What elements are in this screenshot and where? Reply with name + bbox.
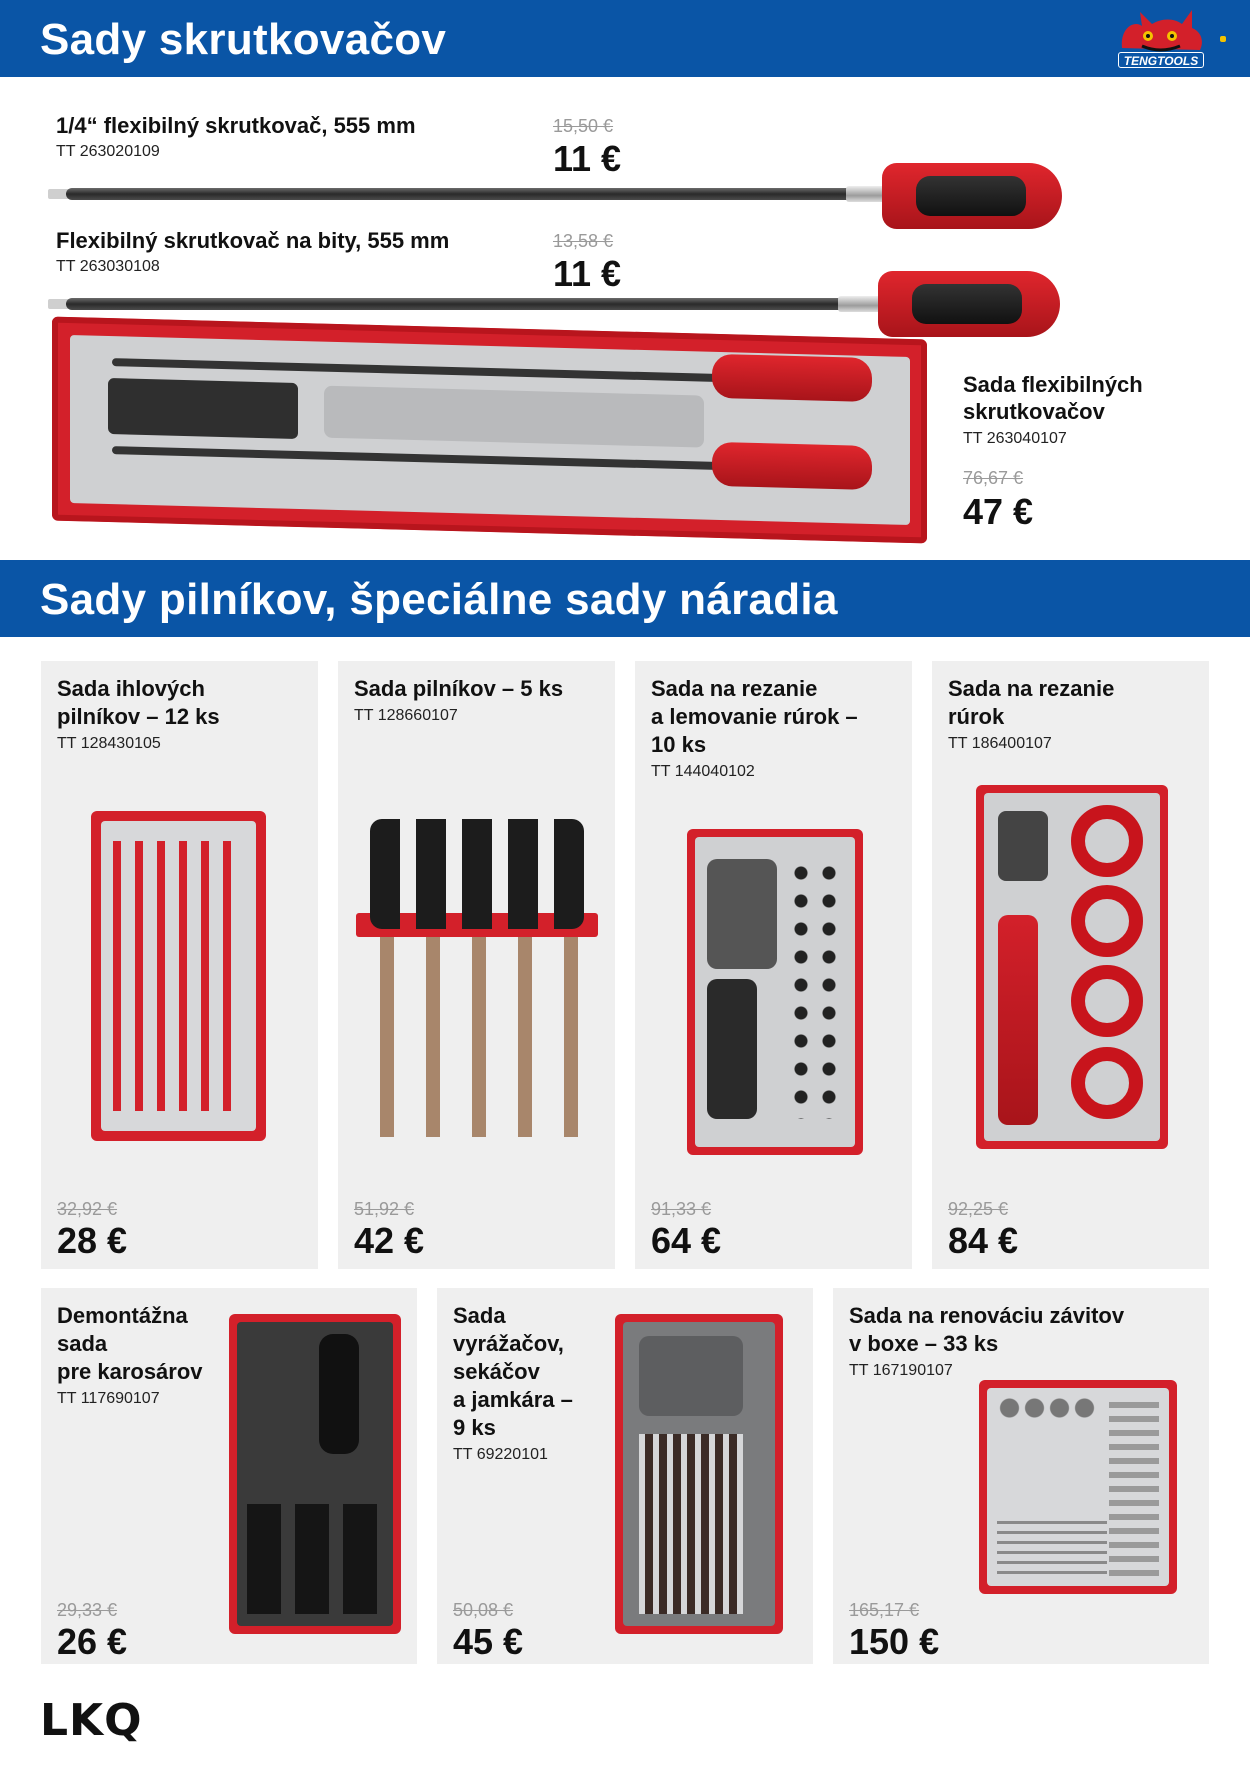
- product-code: TT 69220101: [453, 1446, 548, 1463]
- flexible-screwdriver-image: [46, 160, 1066, 232]
- product-title: Sada pilníkov – 5 ks: [354, 676, 564, 701]
- old-price: 92,25 €: [948, 1199, 1009, 1219]
- section-heading: Sady skrutkovačov: [40, 15, 447, 64]
- product-code: TT 144040102: [651, 763, 755, 780]
- new-price: 11 €: [553, 138, 622, 179]
- old-price: 13,58 €: [553, 231, 614, 251]
- new-price: 47 €: [963, 491, 1034, 532]
- section-banner-files: Sady pilníkov, špeciálne sady náradia: [0, 560, 1250, 637]
- product-title-line: skrutkovačov: [963, 399, 1105, 424]
- lkq-logo: LKQ: [40, 1695, 143, 1746]
- old-price: 29,33 €: [57, 1600, 118, 1620]
- product-code: TT 167190107: [849, 1362, 953, 1379]
- new-price: 42 €: [354, 1220, 425, 1261]
- product-code: TT 186400107: [948, 735, 1052, 752]
- section-banner-screwdrivers: Sady skrutkovačov TENGTOOLS: [0, 0, 1250, 77]
- old-price: 50,08 €: [453, 1600, 514, 1620]
- punch-chisel-set-image: [615, 1314, 783, 1634]
- logo-dot: [1220, 36, 1226, 42]
- old-price: 51,92 €: [354, 1199, 415, 1219]
- old-price: 76,67 €: [963, 468, 1024, 488]
- new-price: 64 €: [651, 1220, 722, 1261]
- product-code: TT 128660107: [354, 707, 458, 724]
- old-price: 165,17 €: [849, 1600, 920, 1620]
- old-price: 32,92 €: [57, 1199, 118, 1219]
- product-title-line: Sada flexibilných: [963, 372, 1143, 397]
- screwdriver-set-tray-image: [52, 316, 927, 544]
- logo-wordmark: TENGTOOLS: [1118, 52, 1204, 68]
- tube-flaring-set-image: [687, 829, 863, 1155]
- body-repair-tool-set-image: [229, 1314, 401, 1634]
- new-price: 11 €: [553, 253, 622, 294]
- new-price: 45 €: [453, 1621, 524, 1662]
- needle-file-set-image: [91, 811, 266, 1141]
- old-price: 91,33 €: [651, 1199, 712, 1219]
- new-price: 84 €: [948, 1220, 1019, 1261]
- product-code: TT 128430105: [57, 735, 161, 752]
- file-set-image: [356, 811, 598, 1141]
- tube-cutter-set-image: [976, 785, 1168, 1149]
- section-heading: Sady pilníkov, špeciálne sady náradia: [40, 575, 838, 624]
- product-title: Flexibilný skrutkovač na bity, 555 mm: [56, 228, 450, 253]
- old-price: 15,50 €: [553, 116, 614, 136]
- product-code: TT 117690107: [57, 1390, 160, 1407]
- product-code: TT 263040107: [963, 430, 1067, 447]
- tengtools-logo: TENGTOOLS: [1112, 8, 1226, 70]
- thread-repair-set-image: [979, 1380, 1177, 1594]
- bit-screwdriver-image: [46, 268, 1066, 340]
- devil-logo-icon: [1121, 10, 1202, 52]
- new-price: 26 €: [57, 1621, 128, 1662]
- product-code: TT 263030108: [56, 258, 160, 275]
- new-price: 28 €: [57, 1220, 128, 1261]
- product-title: 1/4“ flexibilný skrutkovač, 555 mm: [56, 113, 416, 138]
- product-code: TT 263020109: [56, 143, 160, 160]
- product-card: Sada pilníkov – 5 ks TT 128660107 51,92 …: [338, 661, 615, 1269]
- new-price: 150 €: [849, 1621, 940, 1662]
